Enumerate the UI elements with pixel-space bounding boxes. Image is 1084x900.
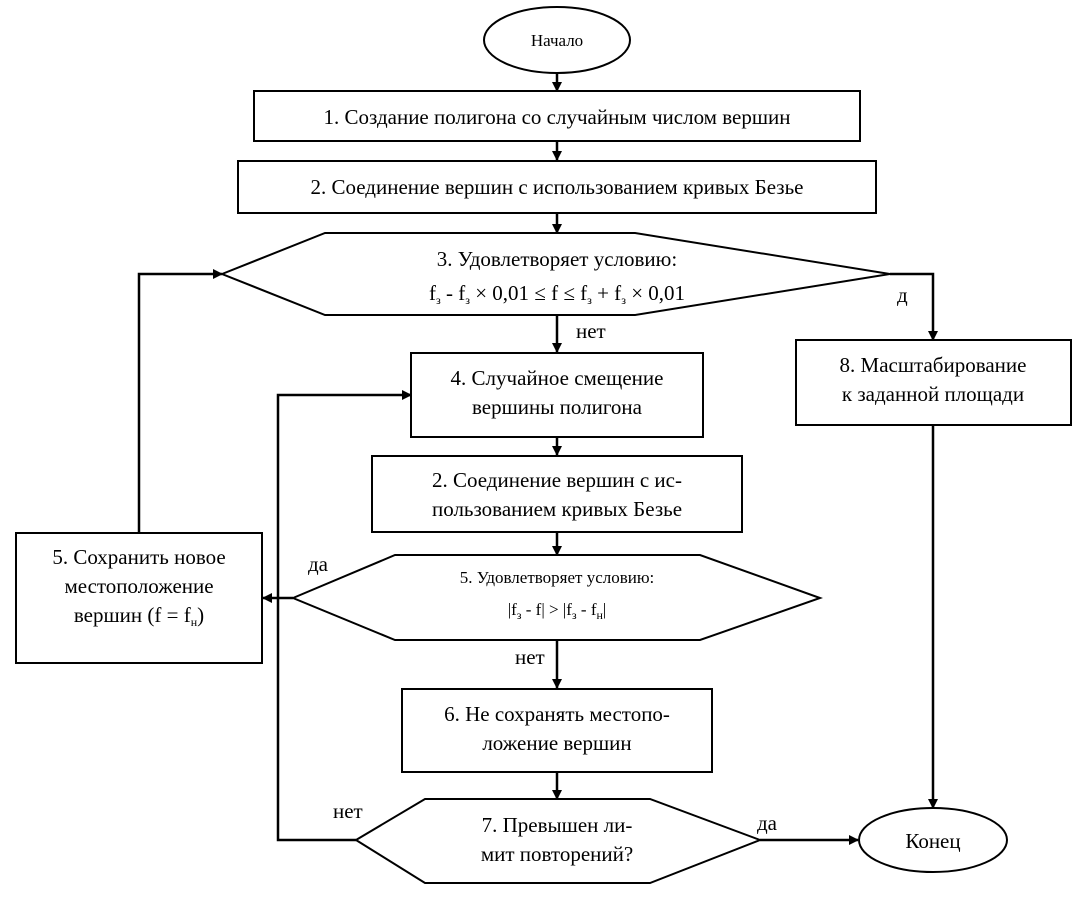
step-6-line-2: ложение вершин — [482, 731, 631, 755]
step-2b-line-1: 2. Соединение вершин с ис- — [432, 468, 682, 492]
start-terminal: Начало — [483, 6, 631, 74]
end-terminal: Конец — [858, 807, 1008, 873]
decision-7-line-2: мит повторений? — [481, 842, 633, 866]
step-4-line-1: 4. Случайное смещение — [451, 366, 664, 390]
decision-5-formula: |fз - f| > |fз - fн| — [508, 600, 607, 622]
decision-3-no-label: нет — [576, 319, 606, 343]
step-4-line-2: вершины полигона — [472, 395, 643, 419]
arrow-decision7-no — [276, 390, 412, 842]
decision-7-no-label: нет — [333, 799, 363, 823]
step-8-box: 8. Масштабирование к заданной площади — [795, 339, 1072, 426]
step-1-box: 1. Создание полигона со случайным числом… — [253, 90, 861, 142]
start-label: Начало — [531, 31, 583, 50]
decision-7-line-1: 7. Превышен ли- — [482, 813, 633, 837]
step-6-line-1: 6. Не сохранять местопо- — [444, 702, 670, 726]
step-2b-line-2: пользованием кривых Безье — [432, 497, 682, 521]
decision-5-label: 5. Удовлетворяет условию: — [460, 568, 655, 587]
arrow-step5-to-decision3 — [137, 269, 223, 533]
step-1-label: 1. Создание полигона со случайным числом… — [324, 105, 791, 129]
step-8-line-1: 8. Масштабирование — [840, 353, 1027, 377]
step-6-box: 6. Не сохранять местопо- ложение вершин — [401, 688, 713, 773]
step-5-line-3: вершин (f = fн) — [74, 603, 204, 629]
step-2b-box: 2. Соединение вершин с ис- пользованием … — [371, 455, 743, 533]
decision-7: 7. Превышен ли- мит повторений? — [354, 798, 763, 884]
step-5-box: 5. Сохранить новое местоположение вершин… — [15, 532, 263, 664]
arrow-decision3-yes — [890, 272, 938, 341]
decision-5-yes-label: да — [308, 552, 329, 576]
decision-5: 5. Удовлетворяет условию: |fз - f| > |fз… — [290, 554, 823, 641]
decision-3-formula: fз - fз × 0,01 ≤ f ≤ fз + fз × 0,01 — [429, 281, 685, 307]
end-label: Конец — [905, 829, 960, 853]
step-2-box: 2. Соединение вершин с использованием кр… — [237, 160, 877, 214]
step-2-label: 2. Соединение вершин с использованием кр… — [310, 175, 803, 199]
decision-3: 3. Удовлетворяет условию: fз - fз × 0,01… — [219, 232, 891, 316]
step-8-line-2: к заданной площади — [842, 382, 1024, 406]
decision-5-no-label: нет — [515, 645, 545, 669]
step-4-box: 4. Случайное смещение вершины полигона — [410, 352, 704, 438]
decision-7-yes-label: да — [757, 811, 778, 835]
step-5-line-1: 5. Сохранить новое — [52, 545, 225, 569]
decision-3-label: 3. Удовлетворяет условию: — [437, 247, 677, 271]
step-5-line-2: местоположение — [64, 574, 213, 598]
decision-3-yes-label: д — [897, 283, 908, 307]
